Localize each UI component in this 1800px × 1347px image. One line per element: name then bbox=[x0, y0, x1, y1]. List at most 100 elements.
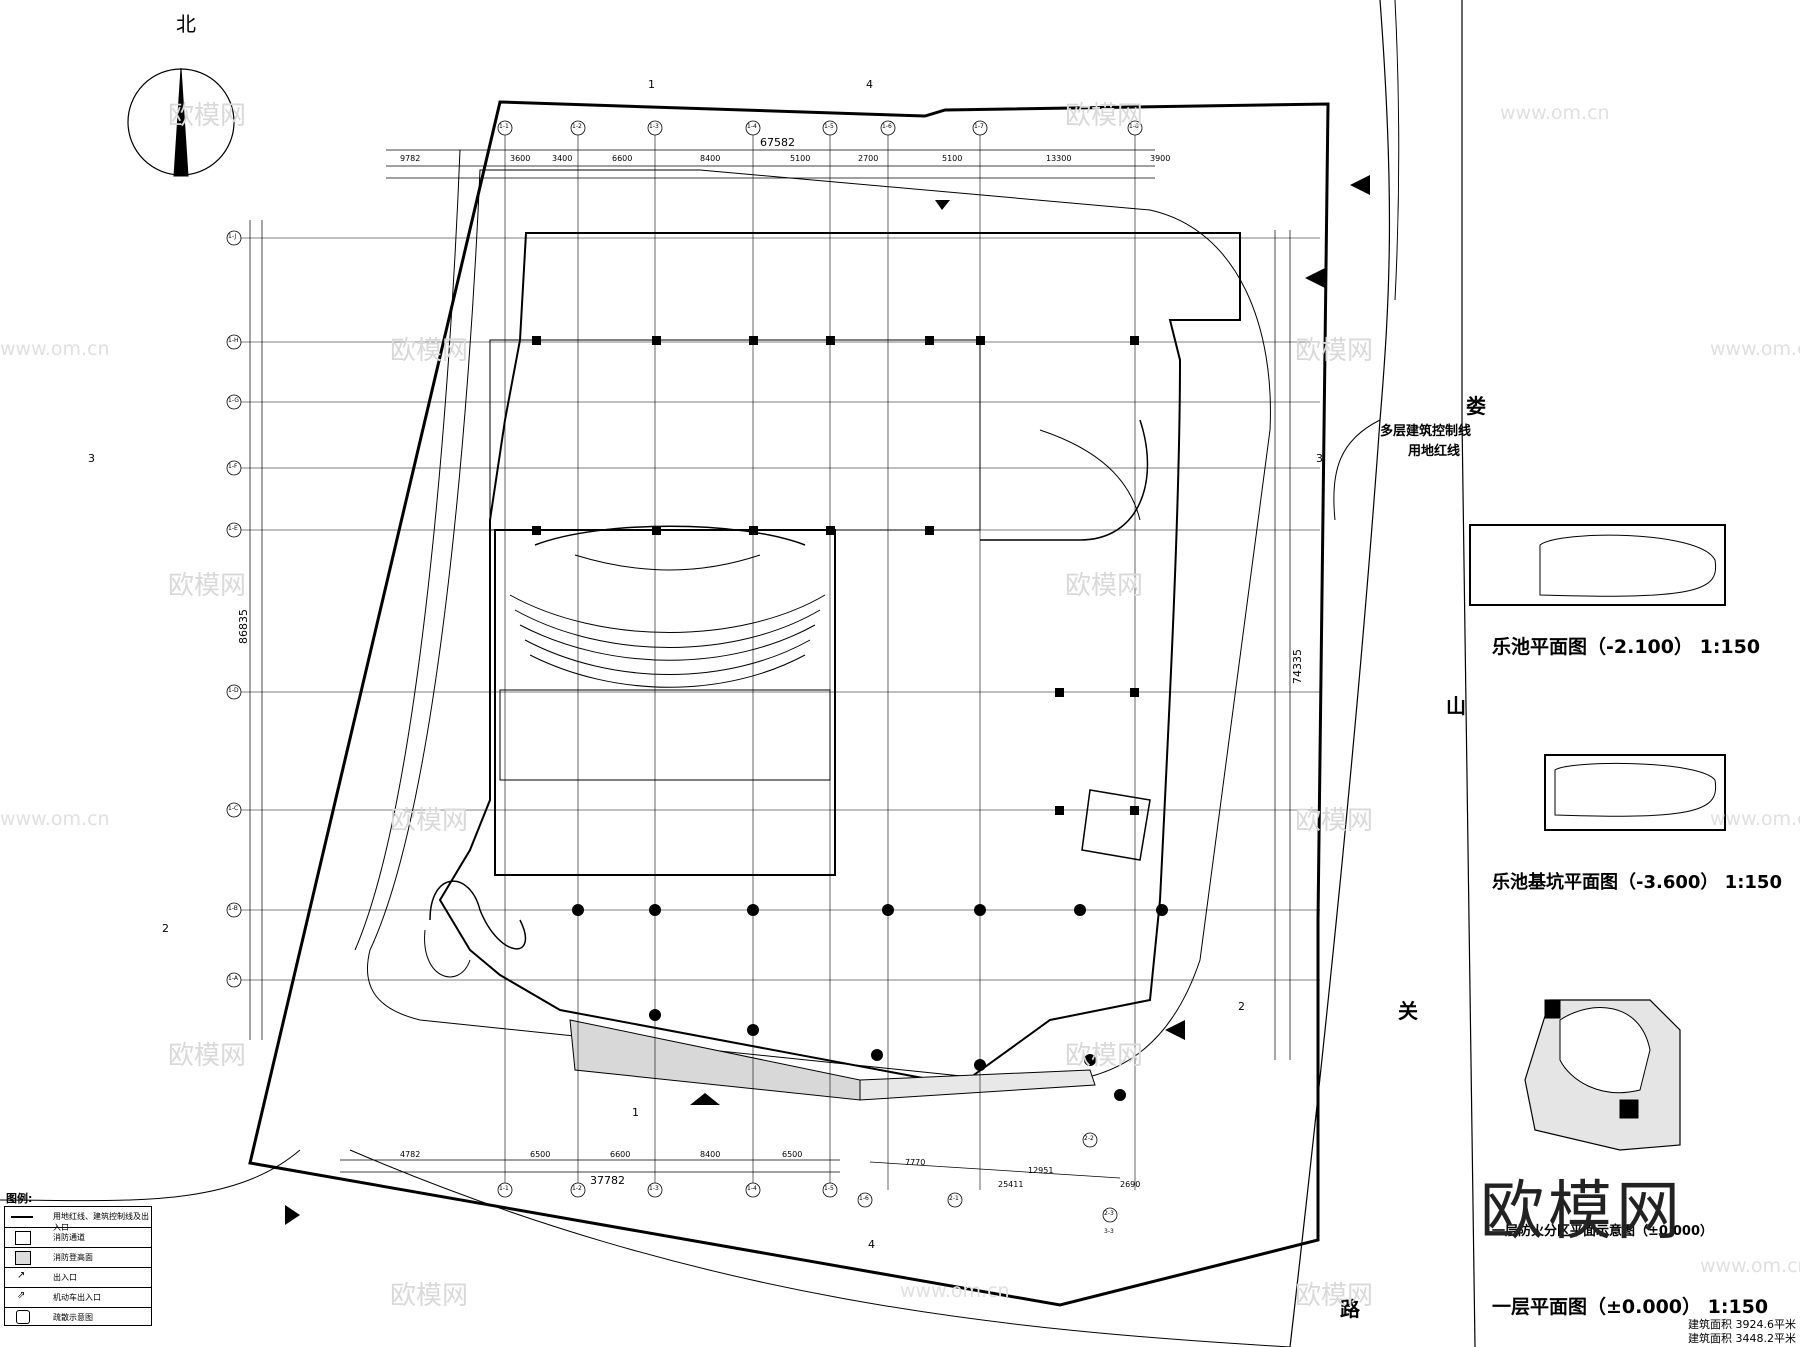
dim-bottom-4: 8400 bbox=[700, 1150, 721, 1159]
dim-bottom-total: 37782 bbox=[590, 1174, 625, 1187]
dim-bottom-2: 6500 bbox=[530, 1150, 551, 1159]
watermark-5: 欧模网 bbox=[168, 571, 247, 601]
dim-bottom-right-1: 7770 bbox=[905, 1158, 926, 1167]
watermark-url-2: www.om.cn bbox=[0, 338, 110, 360]
road-char-4: 路 bbox=[1340, 1297, 1360, 1321]
watermark-10: 欧模网 bbox=[1065, 1041, 1144, 1071]
line-symbol-icon bbox=[11, 1216, 33, 1218]
watermark-url-4: www.om.cn bbox=[0, 808, 110, 830]
legend-text: 消防通道 bbox=[53, 1233, 85, 1242]
section-mark-1-top: 1 bbox=[648, 78, 655, 91]
axis-bottom-9: 2-3 bbox=[1104, 1210, 1114, 1217]
dim-top-total: 67582 bbox=[760, 136, 795, 149]
control-line-label: 多层建筑控制线 bbox=[1380, 424, 1472, 439]
dim-top-8: 5100 bbox=[942, 154, 963, 163]
legend-row: 消防通道 bbox=[5, 1227, 151, 1248]
section-mark-3-left: 3 bbox=[88, 452, 95, 465]
watermark-1: 欧模网 bbox=[168, 101, 247, 131]
entry-arrow-icon: ↗ bbox=[17, 1270, 26, 1281]
dim-bottom-3: 6600 bbox=[610, 1150, 631, 1159]
watermark-4: 欧模网 bbox=[1295, 336, 1374, 366]
watermark-11: 欧模网 bbox=[390, 1281, 469, 1311]
dim-bottom-right-3: 25411 bbox=[998, 1180, 1024, 1189]
road-char-3: 关 bbox=[1398, 999, 1418, 1023]
axis-left-7: 1-C bbox=[228, 805, 239, 812]
road-char-2: 山 bbox=[1446, 694, 1466, 718]
axis-top-5: 1-5 bbox=[824, 123, 834, 130]
dim-bottom-right-4: 2690 bbox=[1120, 1180, 1141, 1189]
watermark-12: 欧模网 bbox=[1295, 1281, 1374, 1311]
axis-top-1: 1-1 bbox=[499, 123, 509, 130]
dim-bottom-5: 6500 bbox=[782, 1150, 803, 1159]
area-line-1: 建筑面积 3924.6平米 bbox=[1688, 1318, 1796, 1331]
section-mark-3-right: 3 bbox=[1316, 452, 1323, 465]
dim-bottom-right-2: 12951 bbox=[1028, 1166, 1054, 1175]
watermark-2: 欧模网 bbox=[1065, 101, 1144, 131]
axis-left-8: 1-B bbox=[228, 905, 238, 912]
dim-top-2: 3600 bbox=[510, 154, 531, 163]
axis-top-6: 1-6 bbox=[882, 123, 892, 130]
section-mark-4-top: 4 bbox=[866, 78, 873, 91]
axis-bottom-5: 1-5 bbox=[824, 1185, 834, 1192]
area-line-2: 建筑面积 3448.2平米（基底） bbox=[1688, 1332, 1800, 1345]
legend-text: 机动车出入口 bbox=[53, 1293, 101, 1302]
axis-left-4: 1-F bbox=[228, 463, 238, 470]
legend-row: 疏散示意图 bbox=[5, 1307, 151, 1326]
dim-top-7: 2700 bbox=[858, 154, 879, 163]
pit-plan-title: 乐池平面图（-2.100） 1:150 bbox=[1492, 636, 1761, 658]
dim-top-5: 8400 bbox=[700, 154, 721, 163]
watermark-9: 欧模网 bbox=[168, 1041, 247, 1071]
ground-floor-plan-title: 一层平面图（±0.000） 1:150 bbox=[1492, 1296, 1769, 1318]
legend-text: 出入口 bbox=[53, 1273, 77, 1282]
section-mark-2-left: 2 bbox=[162, 922, 169, 935]
watermark-url-6: www.om.cn bbox=[900, 1280, 1010, 1302]
legend-title: 图例: bbox=[6, 1192, 33, 1205]
axis-bottom-1: 1-1 bbox=[499, 1185, 509, 1192]
dim-top-1: 9782 bbox=[400, 154, 421, 163]
vehicle-entry-icon: ⇗ bbox=[17, 1290, 26, 1301]
dim-top-6: 5100 bbox=[790, 154, 811, 163]
dim-right-total: 74335 bbox=[1291, 649, 1304, 684]
section-mark-2-right: 2 bbox=[1238, 1000, 1245, 1013]
axis-left-2: 1-H bbox=[228, 337, 239, 344]
dim-top-10: 3900 bbox=[1150, 154, 1171, 163]
north-label: 北 bbox=[176, 12, 196, 36]
watermark-7: 欧模网 bbox=[390, 806, 469, 836]
red-line-label: 用地红线 bbox=[1408, 444, 1461, 459]
axis-bottom-7: 2-1 bbox=[949, 1195, 959, 1202]
axis-top-7: 1-7 bbox=[974, 123, 984, 130]
legend-text: 消防登高面 bbox=[53, 1253, 93, 1262]
legend-row: 用地红线、建筑控制线及出入口 bbox=[5, 1207, 151, 1232]
brand-logo: 欧模网 bbox=[1480, 1175, 1684, 1249]
road-char-1: 娄 bbox=[1466, 394, 1486, 418]
dim-top-3: 3400 bbox=[552, 154, 573, 163]
axis-left-1: 1-J bbox=[228, 233, 237, 240]
axis-left-5: 1-E bbox=[228, 525, 238, 532]
dim-left-total: 86835 bbox=[237, 609, 250, 644]
axis-top-2: 1-2 bbox=[572, 123, 582, 130]
axis-top-3: 1-3 bbox=[649, 123, 659, 130]
axis-left-9: 1-A bbox=[228, 975, 238, 982]
evacuation-icon bbox=[16, 1310, 30, 1324]
fire-zone-plan-title: 一层防火分区平面示意图（±0.000） bbox=[1492, 1224, 1714, 1239]
watermark-3: 欧模网 bbox=[390, 336, 469, 366]
axis-top-4: 1-4 bbox=[747, 123, 757, 130]
watermark-url-5: www.om.cn bbox=[1710, 808, 1800, 830]
dim-bottom-1: 4782 bbox=[400, 1150, 421, 1159]
axis-left-6: 1-D bbox=[228, 687, 239, 694]
axis-bottom-4: 1-4 bbox=[747, 1185, 757, 1192]
axis-top-8: 1-8 bbox=[1129, 123, 1139, 130]
axis-left-3: 1-G bbox=[228, 397, 239, 404]
box-fill-icon bbox=[15, 1251, 31, 1265]
watermark-6: 欧模网 bbox=[1065, 571, 1144, 601]
watermark-url-7: www.om.cn bbox=[1700, 1255, 1800, 1277]
pit-base-plan-title: 乐池基坑平面图（-3.600） 1:150 bbox=[1492, 872, 1782, 893]
legend-text: 疏散示意图 bbox=[53, 1313, 93, 1322]
legend-box: 用地红线、建筑控制线及出入口 消防通道 消防登高面 ↗ 出入口 ⇗ 机动车出入口… bbox=[4, 1206, 152, 1326]
axis-bottom-10: 3-3 bbox=[1104, 1228, 1114, 1235]
axis-bottom-2: 1-2 bbox=[572, 1185, 582, 1192]
legend-row: 消防登高面 bbox=[5, 1247, 151, 1268]
axis-bottom-8: 2-2 bbox=[1084, 1135, 1094, 1142]
section-mark-1-bottom: 1 bbox=[632, 1106, 639, 1119]
